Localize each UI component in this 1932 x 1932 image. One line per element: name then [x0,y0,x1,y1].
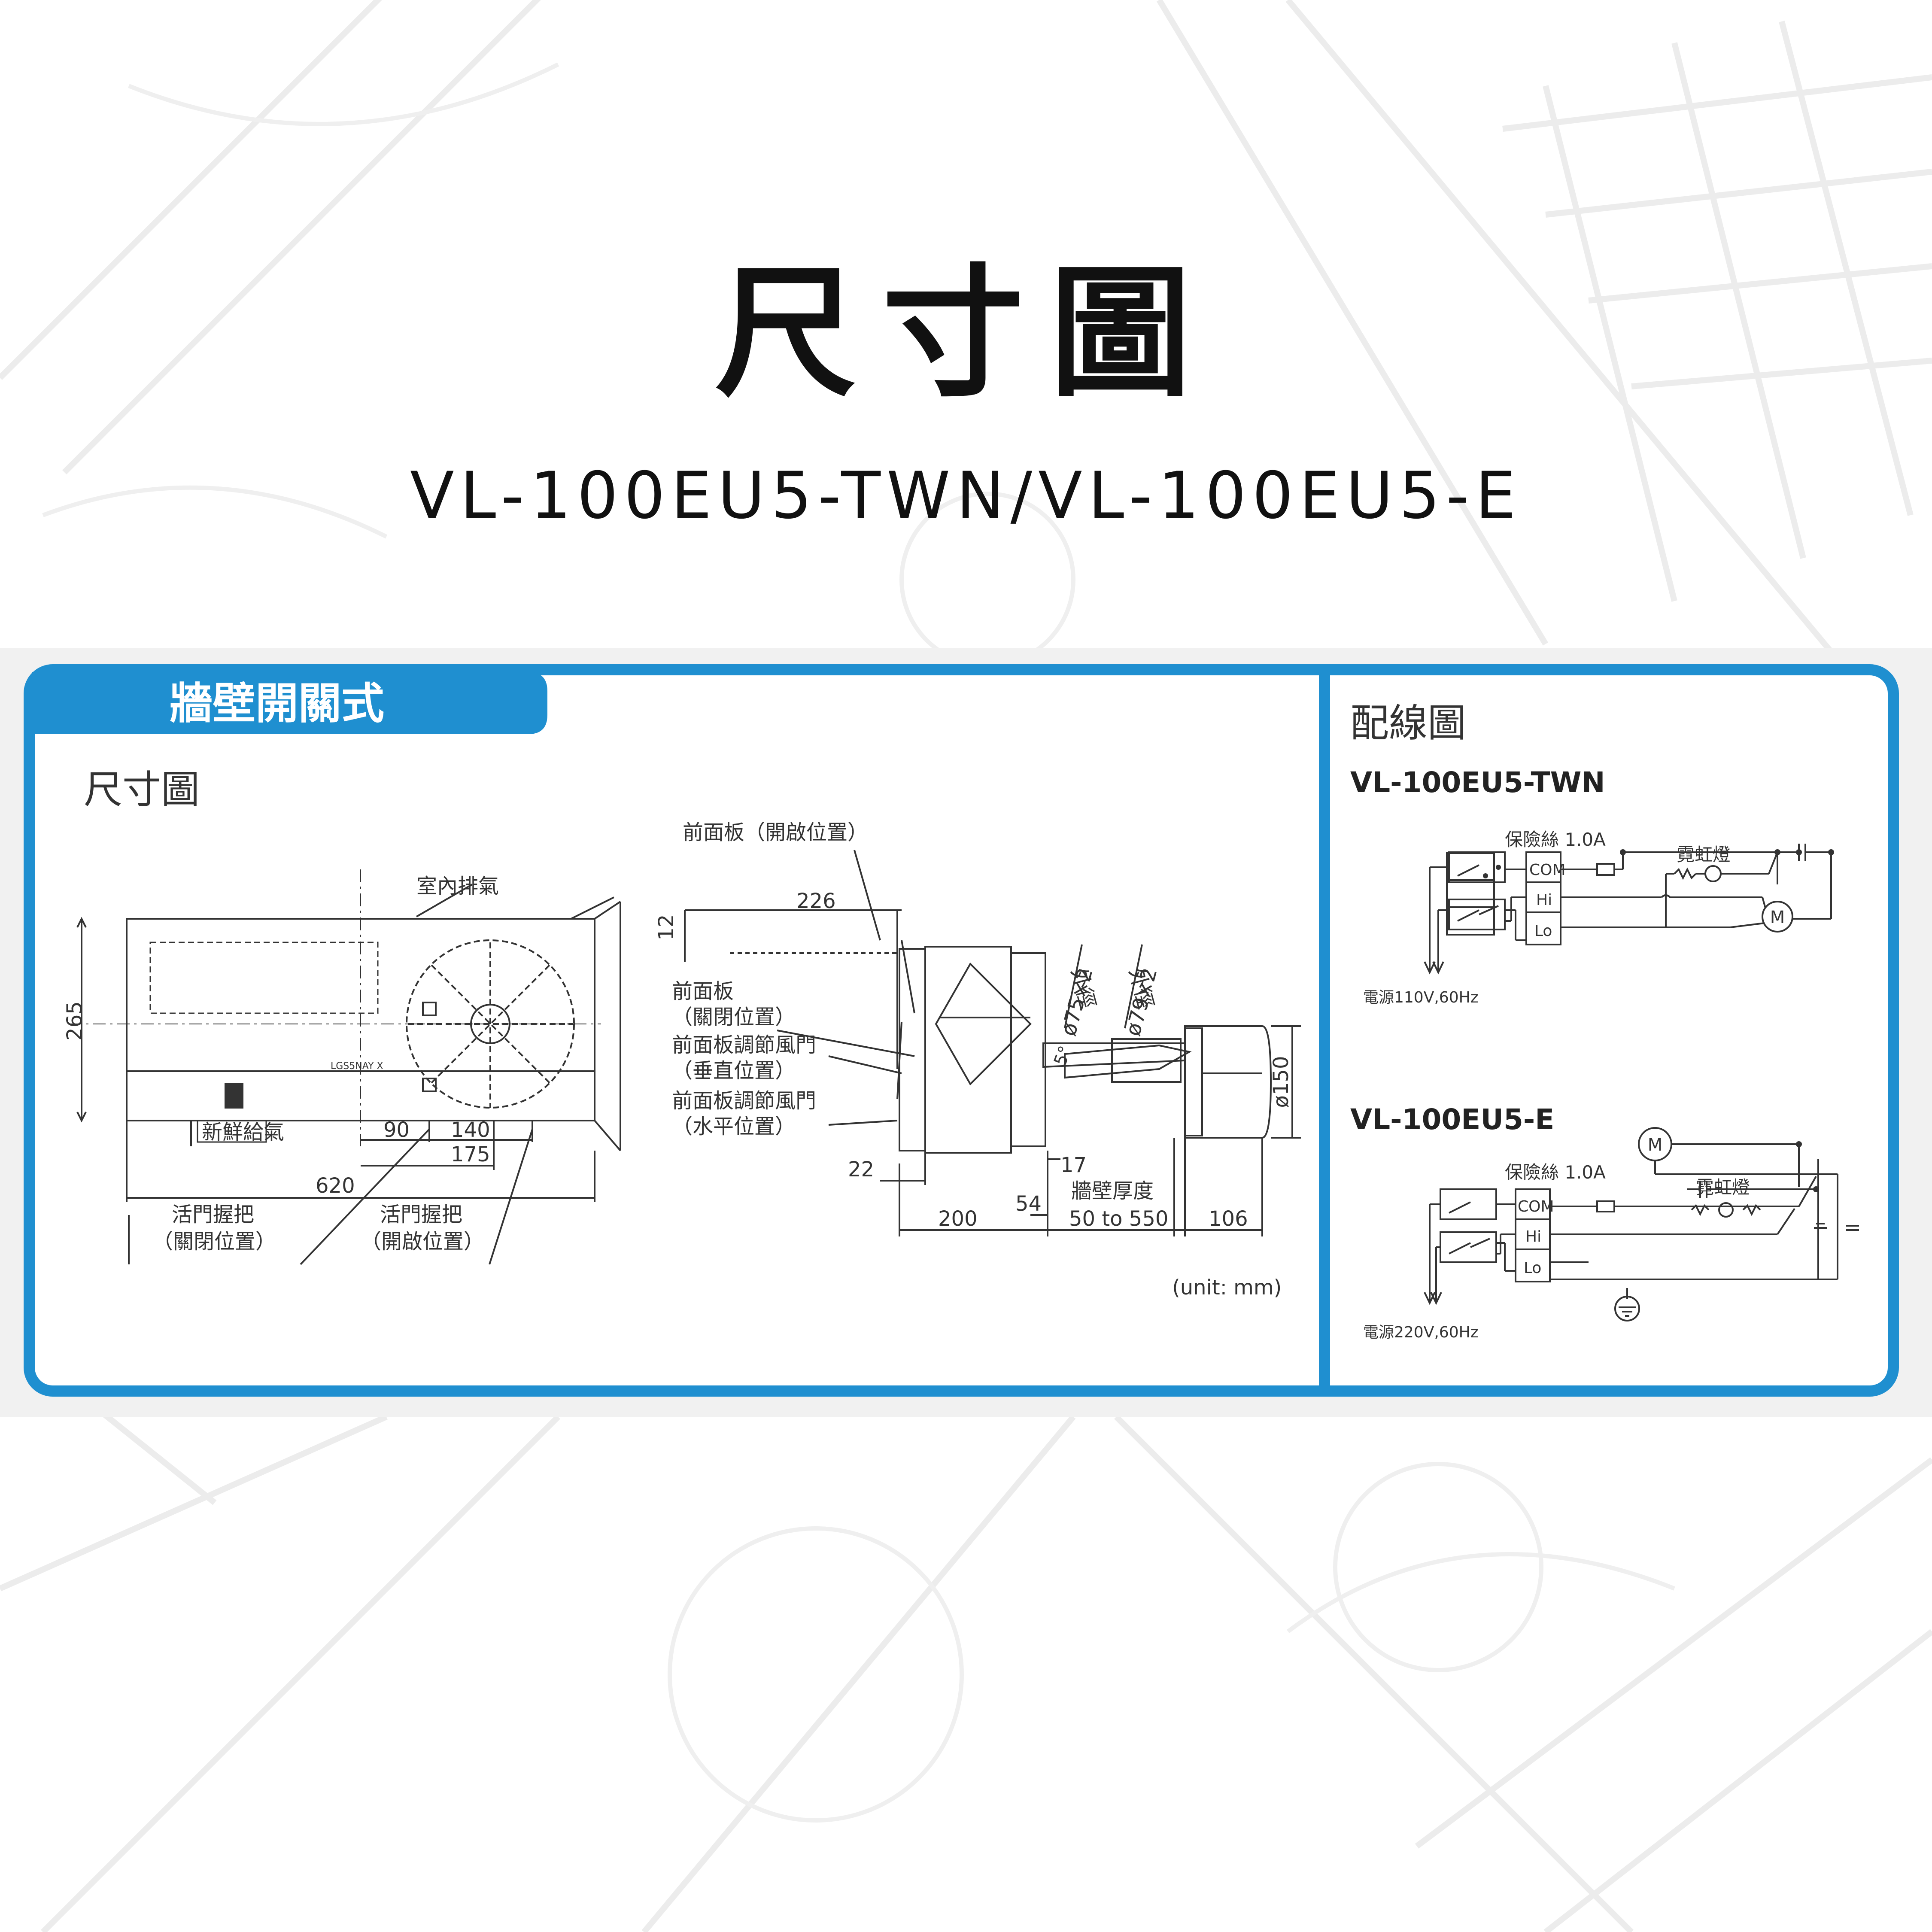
front-closed-line1: 前面板 [672,979,734,1003]
front-view [69,869,621,1265]
model-plate-label: LGS5NAY X [331,1061,383,1072]
dim-106-label: 106 [1209,1207,1248,1231]
twn-motor-label: M [1770,908,1785,927]
wiring-title: 配線圖 [1350,701,1466,746]
twn-model-label: VL-100EU5-TWN [1350,766,1605,799]
section-title: 尺寸圖 [84,767,200,812]
indoor-exhaust-label: 室內排氣 [416,874,499,898]
unit-label: (unit: mm) [1172,1276,1282,1300]
page-title: 尺寸圖 [715,249,1217,416]
e-motor-label: M [1648,1135,1663,1155]
wall-range-label: 50 to 550 [1069,1207,1168,1231]
dim-140-label: 140 [451,1118,490,1142]
twn-diagram-main [1424,844,1834,975]
fresh-air-label: 新鮮給氣 [202,1120,284,1144]
e-model-label: VL-100EU5-E [1350,1103,1554,1136]
twn-hi-label: Hi [1536,891,1552,909]
side-view [684,850,1301,1236]
wall-thickness-label: 牆壁厚度 [1071,1179,1154,1203]
dim-175-label: 175 [451,1142,490,1166]
e-neon-label: 霓虹燈 [1696,1177,1750,1198]
tab-background [32,672,547,734]
damper-closed-line1: 活門握把 [172,1203,254,1227]
twn-com-label: COM [1529,861,1566,879]
panel-frame [24,664,1899,1397]
dim-265-label: 265 [63,1001,87,1041]
dia-150-label: ø150 [1269,1056,1293,1108]
e-power-label: 電源220V,60Hz [1363,1324,1479,1341]
twn-neon-label: 霓虹燈 [1677,844,1731,865]
dim-22-label: 22 [848,1157,874,1182]
louver-horizontal-line2: （水平位置） [672,1115,796,1139]
damper-closed-line2: （關閉位置） [152,1230,276,1254]
dim-17-label: 17 [1060,1153,1087,1177]
spec-panel: 牆壁開關式 尺寸圖 [0,648,1932,1417]
dim-200-label: 200 [938,1207,978,1231]
dim-12-label: 12 [654,914,678,940]
twn-power-label: 電源110V,60Hz [1363,989,1479,1006]
dim-54-label: 54 [1015,1192,1042,1216]
e-diagram-main [1424,1127,1859,1321]
front-closed-line2: （關閉位置） [672,1005,796,1029]
e-hi-label: Hi [1525,1228,1541,1245]
e-com-label: COM [1518,1198,1554,1215]
tab-label: 牆壁開關式 [170,678,384,729]
louver-horizontal-line1: 前面板調節風門 [672,1089,816,1113]
dim-620-label: 620 [316,1174,355,1198]
louver-vertical-line1: 前面板調節風門 [672,1033,816,1057]
twn-fuse-label: 保險絲 1.0A [1505,829,1606,850]
louver-vertical-line2: （垂直位置） [672,1059,796,1083]
front-open-label: 前面板（開啟位置） [683,820,868,844]
damper-open-line1: 活門握把 [380,1203,462,1227]
model-subtitle: VL-100EU5-TWN/VL-100EU5-E [410,459,1522,533]
twn-lo-label: Lo [1534,922,1552,940]
e-lo-label: Lo [1524,1259,1541,1277]
dim-90-label: 90 [383,1118,410,1142]
e-fuse-label: 保險絲 1.0A [1505,1162,1606,1183]
dim-226-label: 226 [796,889,836,913]
damper-open-line2: （開啟位置） [361,1230,484,1254]
